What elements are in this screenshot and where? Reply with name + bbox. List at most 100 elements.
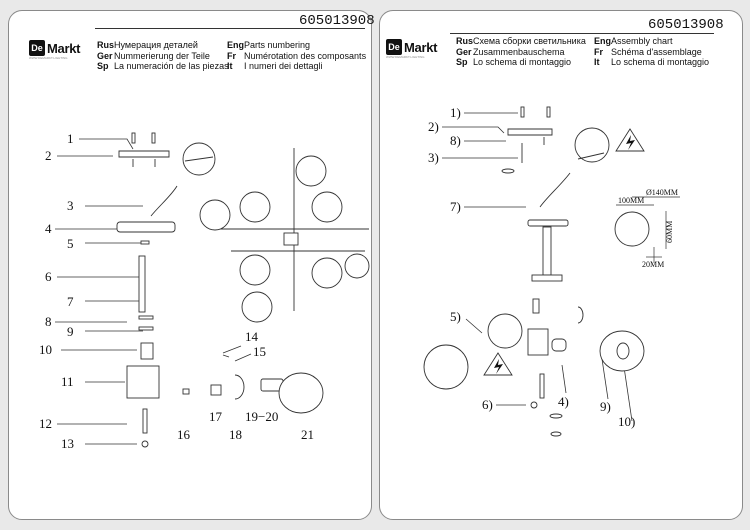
part-number-13: 13	[61, 436, 74, 451]
shade-ring	[577, 306, 584, 324]
logo-name: Markt	[47, 40, 81, 56]
header-left-column: RusСхема сборки светильника GerZusammenb…	[456, 36, 586, 68]
cover-plate	[527, 328, 549, 356]
header-ger: GerNummerierung der Teile	[97, 50, 210, 61]
part-number-17: 17	[209, 409, 223, 424]
step-label-8: 8)	[450, 133, 461, 148]
leader-step-5	[465, 318, 483, 334]
leader-step-10	[623, 366, 633, 422]
part-number-8: 8	[45, 314, 52, 329]
leader-1	[79, 138, 134, 150]
header-rule	[450, 33, 714, 34]
leader-14	[222, 345, 242, 354]
arm-base	[531, 274, 563, 282]
globe	[241, 291, 273, 323]
part-number-7: 7	[67, 294, 74, 309]
dimension-20mm: 20MM	[642, 260, 664, 269]
part-number-9: 9	[67, 324, 74, 339]
terminal-block-detail	[574, 127, 610, 163]
mounting-bracket	[507, 128, 553, 136]
screw	[131, 132, 136, 144]
dimension-globe	[614, 211, 650, 247]
electric-hazard-icon	[615, 128, 645, 152]
logo-name: Markt	[404, 39, 438, 55]
brand-logo: De Markt WWW.DEMARKT.LIGHTING	[386, 39, 438, 59]
fixing-screw	[532, 298, 540, 314]
part-number-16: 16	[177, 427, 191, 442]
lamp-holder	[551, 338, 567, 352]
step-label-6: 6)	[482, 397, 493, 412]
clip	[222, 354, 230, 358]
assembly-diagram: 1) 2) 8) 3) 7) 5) 6) 4) 9) 10)	[423, 105, 680, 437]
washer	[140, 240, 150, 245]
screw	[546, 106, 551, 118]
header-rus: RusСхема сборки светильника	[456, 36, 586, 46]
header-ger: GerZusammenbauschema	[456, 46, 565, 57]
step-label-7: 7)	[450, 199, 461, 214]
globe	[311, 191, 343, 223]
part-number-18: 18	[229, 427, 242, 442]
final-cap	[550, 431, 562, 437]
part-number-11: 11	[61, 374, 74, 389]
globe	[311, 257, 343, 289]
step-label-9: 9)	[600, 399, 611, 414]
header-rule	[95, 28, 365, 29]
part-number-2: 2	[45, 148, 52, 163]
glass-shade	[278, 372, 324, 414]
globe	[295, 155, 327, 187]
center-hub	[283, 232, 299, 246]
logo-tagline: WWW.DEMARKT.LIGHTING	[386, 55, 425, 59]
wires	[577, 152, 605, 160]
nut	[138, 326, 154, 331]
supply-cable	[150, 185, 178, 217]
step-label-3: 3)	[428, 150, 439, 165]
shade-ring	[234, 374, 245, 400]
header-left-column: RusНумерация деталей GerNummerierung der…	[97, 40, 229, 72]
part-number-1: 1	[67, 131, 74, 146]
wall-plug	[501, 168, 515, 174]
supply-cable	[539, 172, 571, 208]
globe	[344, 253, 370, 279]
leader-step-9	[601, 358, 609, 400]
wires	[184, 156, 214, 162]
part-number-15: 15	[253, 344, 266, 359]
chandelier-assembled	[199, 148, 370, 323]
dimension-60mm: 60MM	[665, 221, 674, 243]
socket	[210, 384, 222, 396]
mounting-bracket	[118, 150, 170, 158]
header-eng: EngParts numbering	[227, 40, 311, 50]
step-label-2: 2)	[428, 119, 439, 134]
part-number-4: 4	[45, 221, 52, 236]
parts-diagram: 1 2 3 4 5 6 7 8 9 10 11 12 13 14 15 16 1…	[39, 131, 370, 451]
logo-mark: De	[386, 39, 402, 55]
stem-rod	[542, 226, 552, 276]
cover-plate	[126, 365, 160, 399]
part-number-14: 14	[245, 329, 259, 344]
end-cap	[530, 401, 538, 409]
parts-numbering-sheet: 605013908 De Markt WWW.DEMARKT.LIGHTING …	[8, 10, 375, 520]
dimension-lines	[616, 196, 680, 263]
leader-step-2	[442, 126, 505, 134]
globe	[239, 191, 271, 223]
globe	[199, 199, 231, 231]
threaded-tube	[142, 408, 148, 434]
part-number-12: 12	[39, 416, 52, 431]
logo-mark: De	[29, 40, 45, 56]
product-code: 605013908	[648, 17, 724, 33]
step-label-5: 5)	[450, 309, 461, 324]
brand-logo: De Markt WWW.DEMARKT.LIGHTING	[29, 40, 81, 60]
electric-hazard-icon	[483, 352, 513, 376]
dimension-100mm: 100MM	[618, 196, 644, 205]
stem-rod	[138, 255, 146, 313]
part-number-10: 10	[39, 342, 52, 357]
socket-detail	[487, 313, 523, 349]
bottom-nut	[549, 413, 563, 419]
socket-detail-large	[423, 344, 469, 390]
